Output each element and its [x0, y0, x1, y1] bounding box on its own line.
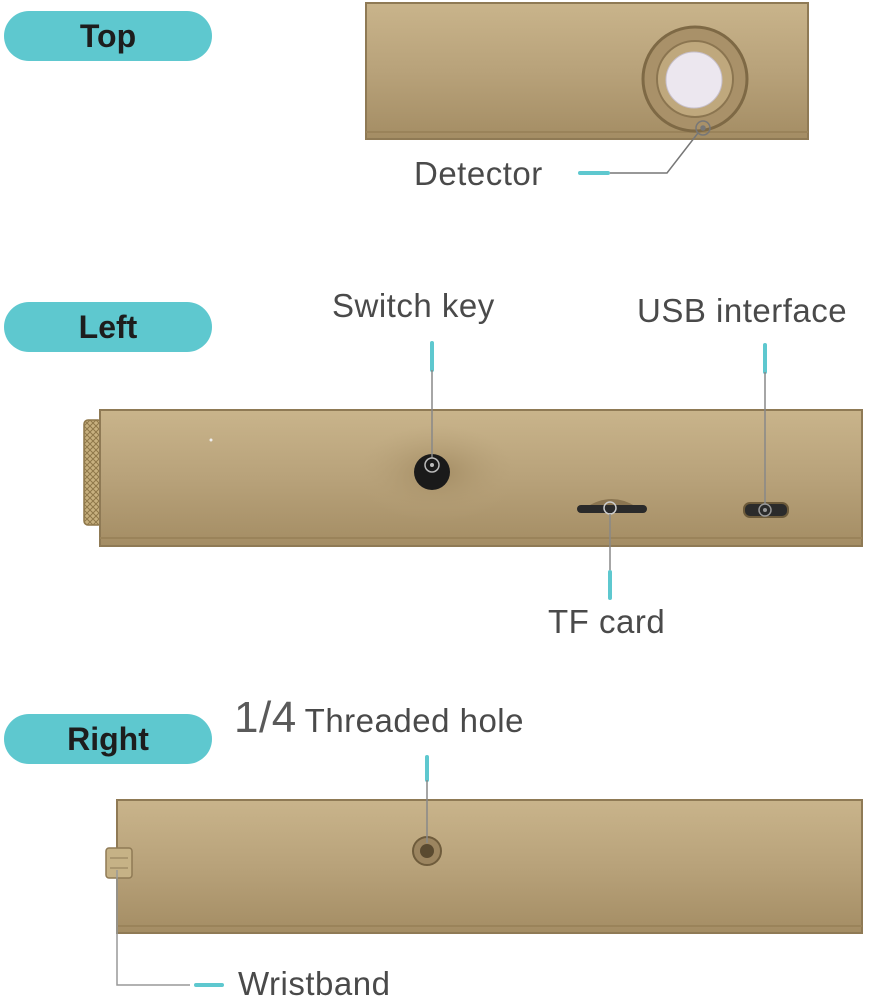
- detector-leader: [610, 120, 711, 174]
- device-top-view: [365, 2, 809, 140]
- section-label-top: Top: [79, 17, 137, 54]
- section-label-left: Left: [78, 308, 138, 345]
- label-threaded-text: Threaded hole: [304, 702, 524, 739]
- tf-card-leader: [603, 501, 617, 600]
- label-tf-card: TF card: [548, 603, 666, 640]
- usb-leader: [758, 343, 772, 517]
- device-right-view: [105, 799, 863, 934]
- wristband-loop: [105, 847, 133, 879]
- switch-key-leader: [424, 341, 440, 473]
- label-usb-interface: USB interface: [637, 292, 848, 329]
- label-detector: Detector: [414, 155, 543, 192]
- section-pill-top: Top: [4, 11, 212, 61]
- section-label-right: Right: [67, 720, 149, 757]
- threaded-hole: [412, 836, 442, 866]
- detector-lens: [641, 25, 749, 133]
- section-pill-right: Right: [4, 714, 212, 764]
- label-threaded-prefix: 1/4: [234, 693, 297, 742]
- tf-card-slot: [577, 499, 647, 513]
- device-left-view: [83, 409, 863, 547]
- label-wristband: Wristband: [238, 965, 391, 1002]
- label-switch-key: Switch key: [332, 287, 495, 324]
- section-pill-left: Left: [4, 302, 212, 352]
- wristband-leader: [116, 870, 224, 987]
